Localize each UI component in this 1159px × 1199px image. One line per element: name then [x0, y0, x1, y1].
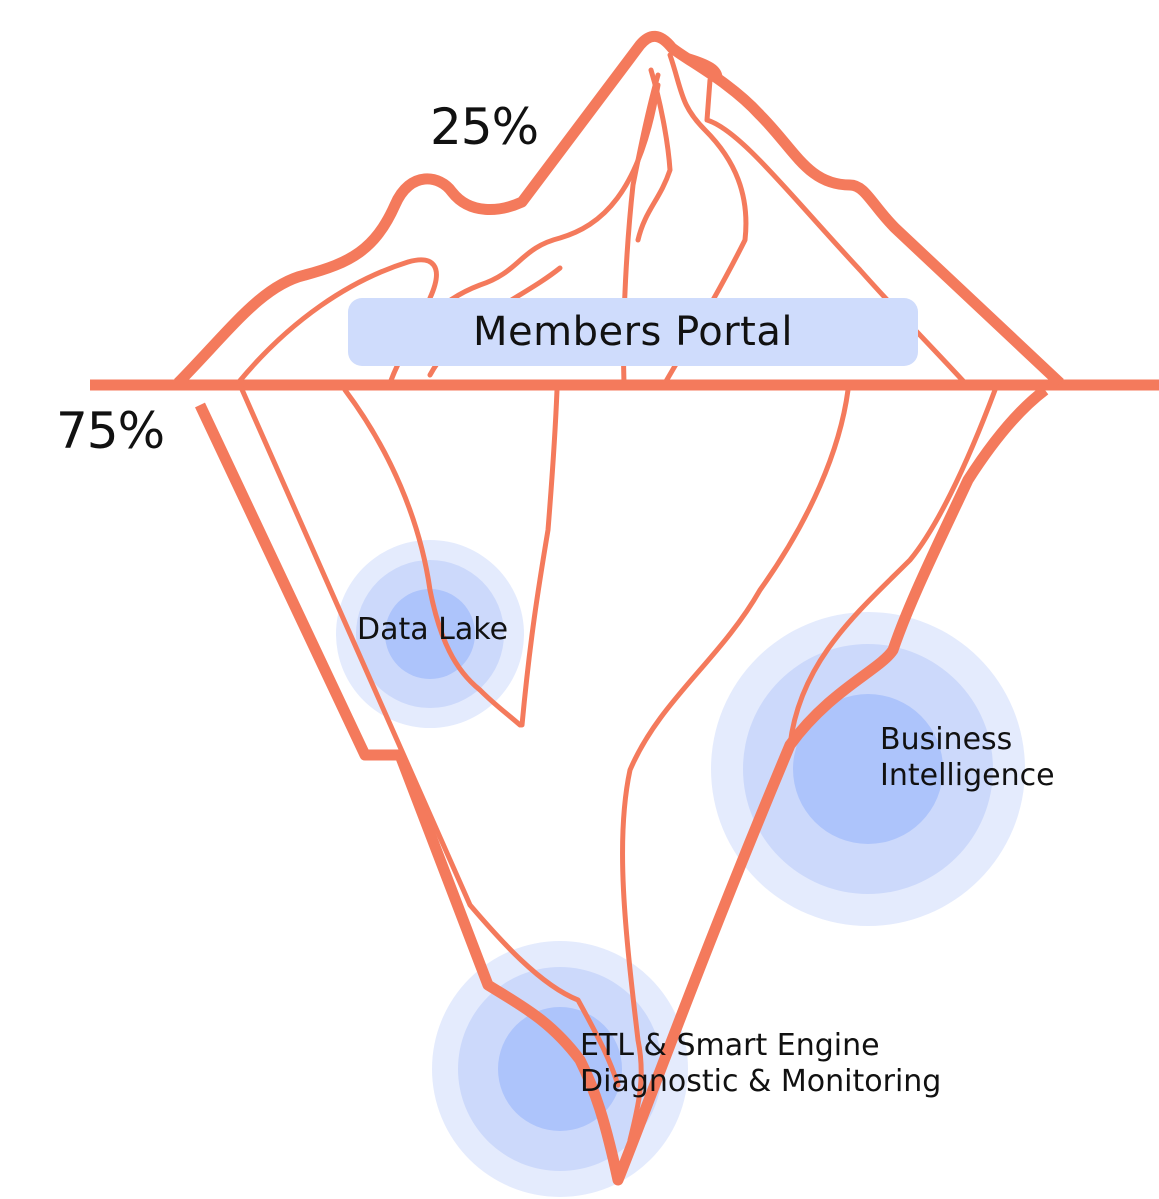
iceberg-below-contours: [237, 382, 998, 1143]
below-water-percentage: 75%: [56, 402, 165, 460]
business-intelligence-label: Business Intelligence: [880, 722, 1055, 794]
node-data-lake-halo: [336, 540, 524, 728]
etl-line-1: ETL & Smart Engine: [580, 1028, 880, 1063]
members-portal-label: Members Portal: [348, 298, 918, 366]
data-lake-line-1: Data Lake: [357, 612, 509, 647]
iceberg-below-outline: [195, 385, 1049, 1186]
bi-line-1: Business: [880, 722, 1013, 757]
members-portal-text: Members Portal: [472, 309, 793, 355]
bi-line-2: Intelligence: [880, 758, 1055, 793]
iceberg-above-outline: [174, 30, 1064, 388]
etl-label: ETL & Smart Engine Diagnostic & Monitori…: [580, 1028, 941, 1100]
etl-line-2: Diagnostic & Monitoring: [580, 1064, 942, 1099]
data-lake-label: Data Lake: [357, 612, 508, 648]
node-bi-halo: [711, 612, 1025, 926]
node-etl-halo: [432, 941, 688, 1197]
above-water-percentage: 25%: [430, 98, 539, 156]
